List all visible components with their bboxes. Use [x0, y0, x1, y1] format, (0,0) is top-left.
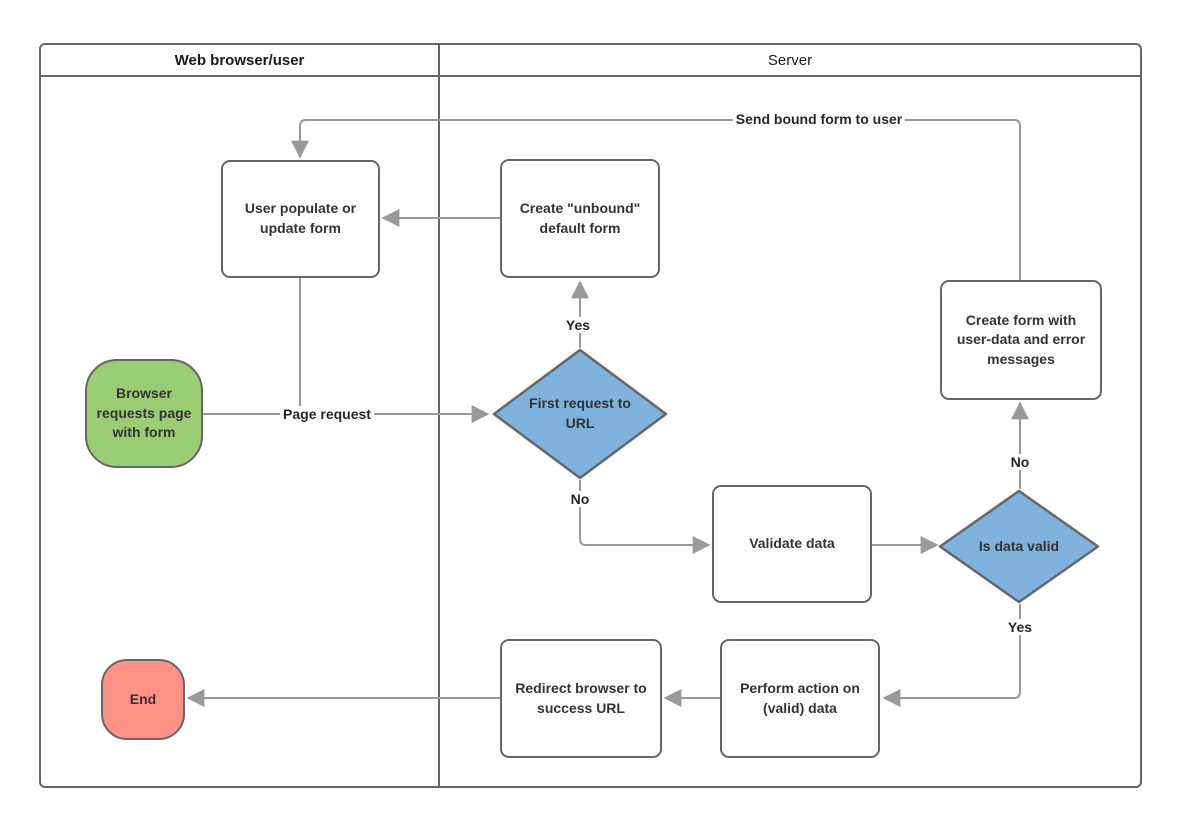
edge-label-first-request-yes: Yes	[562, 317, 594, 333]
edge-label-first-request-no: No	[567, 491, 593, 507]
edge-label-send-bound-form: Send bound form to user	[732, 111, 906, 127]
node-perform-action: Perform action on (valid) data	[720, 639, 880, 758]
diamond-shape	[938, 489, 1100, 604]
node-start-label: Browser requests page with form	[96, 385, 192, 441]
edge-label-is-valid-yes: Yes	[1004, 619, 1036, 635]
lane-header-server: Server	[440, 45, 1140, 77]
node-validate-data: Validate data	[712, 485, 872, 603]
edge-label-page-request: Page request	[280, 406, 374, 422]
lane-web-browser-user: Web browser/user	[41, 45, 440, 786]
swimlane-frame: Web browser/user Server	[39, 43, 1142, 788]
node-validate-data-label: Validate data	[749, 535, 835, 552]
node-start-browser-requests: Browser requests page with form	[85, 359, 203, 468]
node-perform-action-label: Perform action on (valid) data	[740, 679, 860, 716]
node-create-form-errors: Create form with user-data and error mes…	[940, 280, 1102, 400]
lane-header-web-browser-user: Web browser/user	[41, 45, 438, 77]
node-create-unbound-form: Create "unbound" default form	[500, 159, 660, 278]
node-redirect-browser-label: Redirect browser to success URL	[515, 679, 647, 716]
node-create-unbound-label: Create "unbound" default form	[519, 199, 641, 236]
node-end: End	[101, 659, 185, 740]
lane-server: Server	[440, 45, 1140, 786]
node-user-populate-label: User populate or update form	[244, 200, 357, 236]
diamond-shape	[492, 348, 668, 480]
node-redirect-browser: Redirect browser to success URL	[500, 639, 662, 758]
edge-label-is-valid-no: No	[1007, 454, 1033, 470]
node-decision-is-data-valid-label: Is data valid	[978, 537, 1060, 554]
node-decision-first-request-label: First request to URL	[529, 395, 631, 431]
node-decision-is-data-valid: Is data valid	[938, 489, 1100, 604]
node-decision-first-request: First request to URL	[492, 348, 668, 480]
node-create-form-errors-label: Create form with user-data and error mes…	[956, 311, 1086, 367]
node-user-populate-form: User populate or update form	[221, 160, 380, 278]
node-end-label: End	[129, 690, 157, 707]
